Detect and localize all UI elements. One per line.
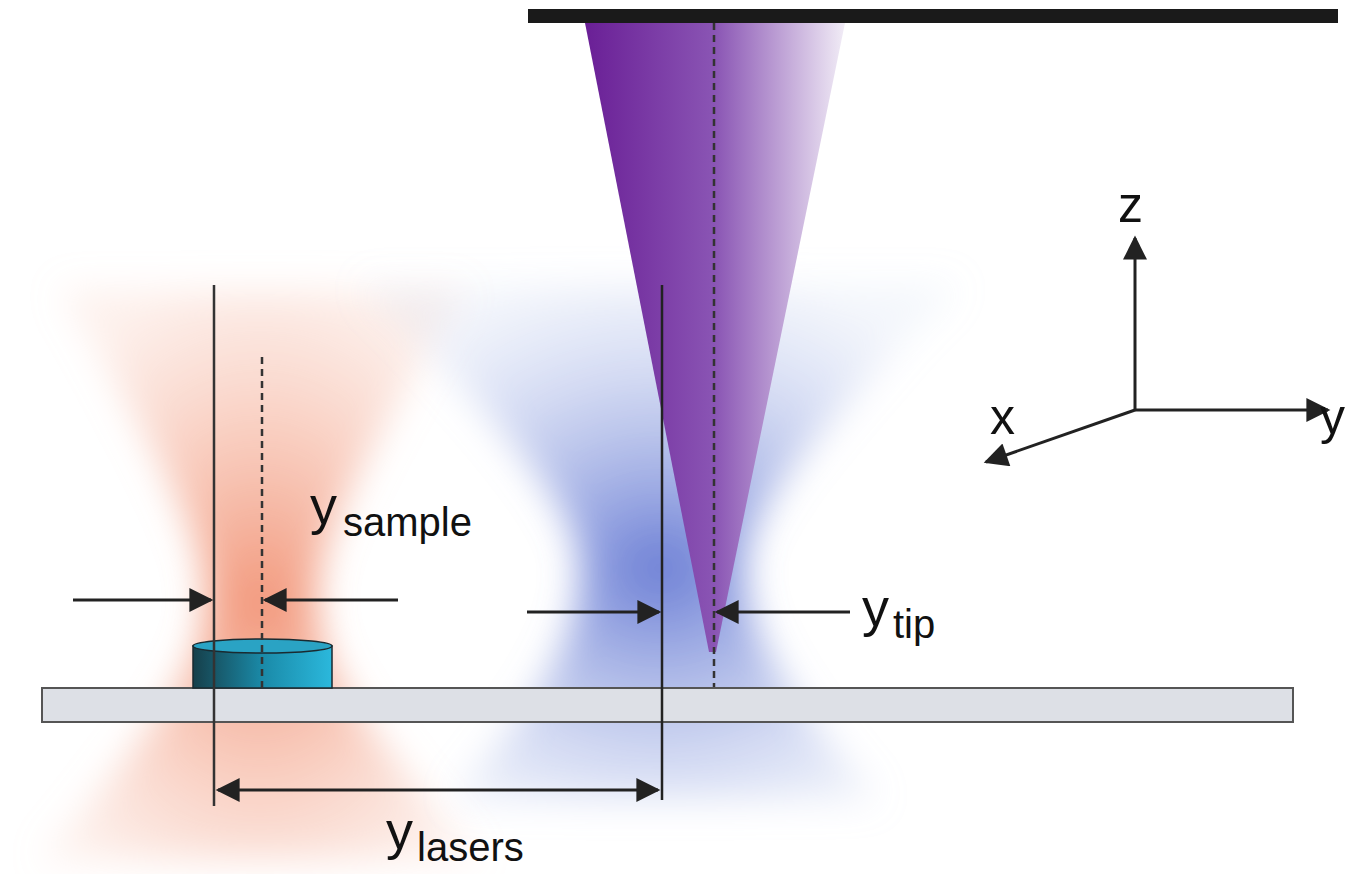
- dimension-subscript: tip: [893, 604, 935, 644]
- y-axis: [1135, 409, 1328, 412]
- tip-arrow-left: [527, 611, 659, 614]
- sample-arrow-right: [265, 599, 398, 602]
- z-axis: [1134, 238, 1137, 410]
- cantilever-bar: [528, 9, 1338, 23]
- dimension-symbol: y: [310, 478, 337, 532]
- axis-label: x: [990, 392, 1015, 442]
- lasers-arrow: [218, 789, 658, 792]
- dimension-symbol: y: [862, 580, 889, 634]
- blue-reference-line: [661, 285, 664, 800]
- dimension-subscript: lasers: [417, 827, 524, 867]
- red-reference-line: [213, 285, 216, 806]
- sample-axis: [261, 357, 264, 688]
- glass-slide: [42, 688, 1293, 722]
- sample-arrow-left: [73, 599, 211, 602]
- axis-label: y: [1320, 392, 1345, 442]
- tip-axis: [713, 23, 716, 688]
- tip-arrow-right: [717, 611, 850, 614]
- red-laser-beam: [40, 290, 480, 860]
- dimension-symbol: y: [386, 803, 413, 857]
- dimension-subscript: sample: [343, 502, 472, 542]
- axis-label: z: [1118, 180, 1143, 230]
